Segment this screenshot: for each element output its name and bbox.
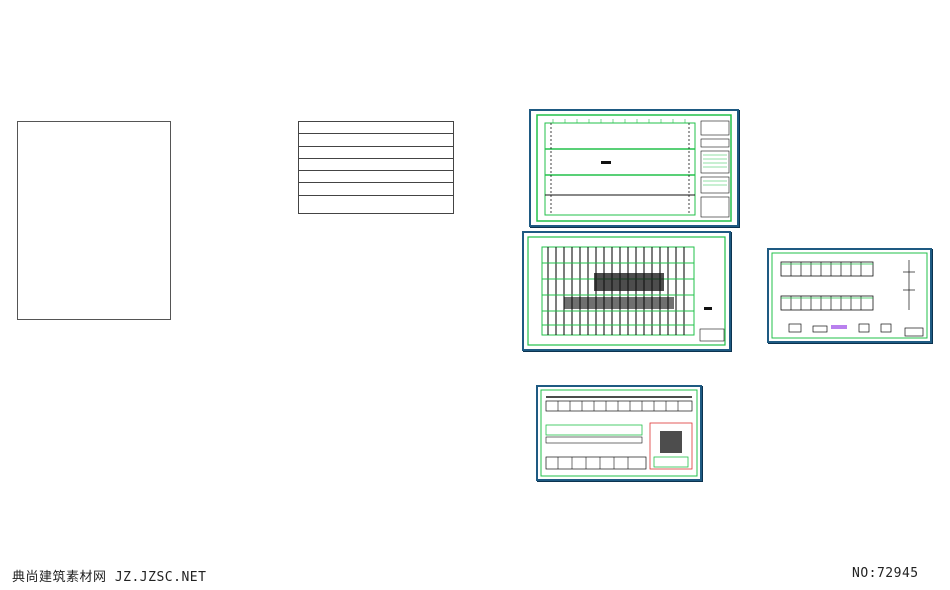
table-row [299, 122, 453, 135]
table-row [299, 183, 453, 196]
cad-elevation-icon [771, 252, 928, 339]
elevations-sheet[interactable] [767, 248, 932, 343]
table-row [299, 196, 453, 208]
table-row [299, 159, 453, 172]
sections-sheet[interactable] [536, 385, 702, 481]
site-plan-sheet[interactable] [529, 109, 739, 227]
drawing-index-table [298, 121, 454, 214]
watermark-number: NO:72945 [852, 566, 919, 581]
watermark-site: 典尚建筑素材网 JZ.JZSC.NET [12, 570, 207, 585]
table-row [299, 147, 453, 159]
cad-section-icon [540, 389, 698, 477]
cad-framing-icon [527, 236, 726, 346]
table-row [299, 171, 453, 184]
blank-title-frame [17, 121, 171, 320]
cad-plan-icon [536, 114, 732, 222]
roof-framing-sheet[interactable] [522, 231, 731, 351]
table-row [299, 134, 453, 147]
